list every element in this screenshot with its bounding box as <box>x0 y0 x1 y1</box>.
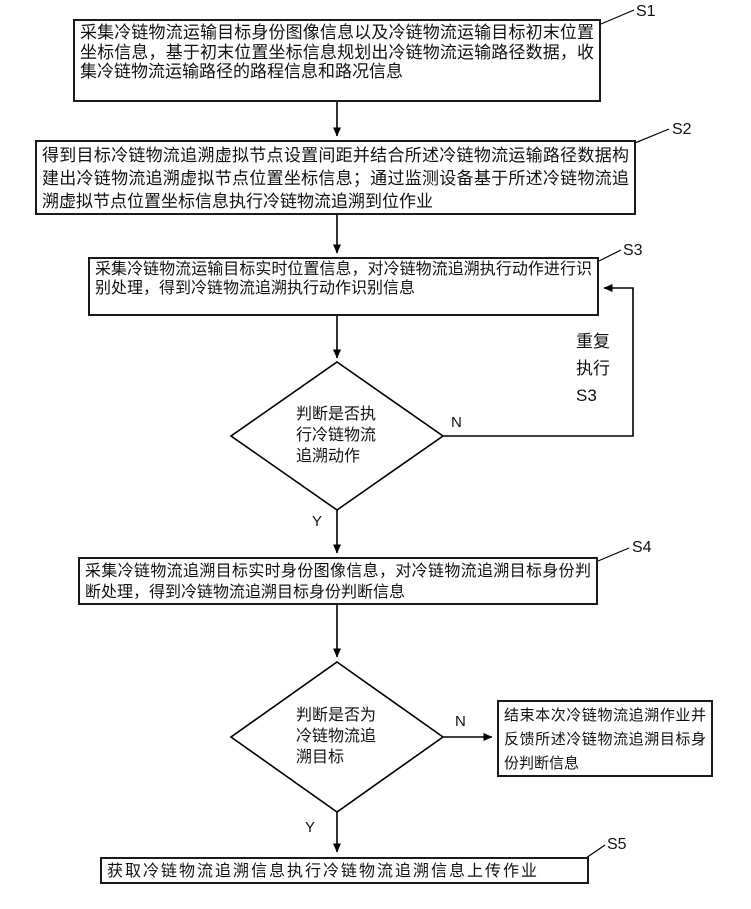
decision2-diamond <box>229 661 445 813</box>
decision1-no-label: N <box>451 414 462 431</box>
decision1-diamond <box>229 361 445 511</box>
step-box-s2: 得到目标冷链物流追溯虚拟节点设置间距并结合所述冷链物流运输路径数据构建出冷链物流… <box>35 140 636 215</box>
repeat-note-line2: 执行 <box>576 359 610 378</box>
step-label-s3: S3 <box>623 242 643 259</box>
end-feedback-box: 结束本次冷链物流追溯作业并反馈所述冷链物流追溯目标身份判断信息 <box>497 700 713 777</box>
decision2-text: 判断是否为冷链物流追溯目标 <box>296 707 377 766</box>
step-box-s5: 获取冷链物流追溯信息执行冷链物流追溯信息上传作业 <box>100 857 589 884</box>
step-box-s1: 采集冷链物流运输目标身份图像信息以及冷链物流运输目标初末位置坐标信息，基于初末位… <box>73 19 601 102</box>
tick-s4 <box>597 547 630 562</box>
tick-s5 <box>585 844 606 859</box>
tick-s2 <box>629 128 670 146</box>
repeat-note-line1: 重复 <box>576 332 610 351</box>
step-label-s4: S4 <box>632 539 652 556</box>
repeat-s3-note: 重复 执行 S3 <box>576 328 620 409</box>
step-box-s3: 采集冷链物流运输目标实时位置信息，对冷链物流追溯执行动作进行识别处理，得到冷链物… <box>88 257 599 316</box>
arrow-loop-to-s3 <box>443 284 634 437</box>
tick-s3 <box>596 249 622 263</box>
step-label-s1: S1 <box>636 3 656 20</box>
decision2-yes-label: Y <box>305 819 316 836</box>
step-box-s4: 采集冷链物流追溯目标实时身份图像信息，对冷链物流追溯目标身份判断处理，得到冷链物… <box>78 557 598 605</box>
repeat-note-line3: S3 <box>576 386 597 405</box>
decision1-yes-label: Y <box>312 513 323 530</box>
tick-s1 <box>600 9 635 25</box>
step-label-s2: S2 <box>672 121 692 138</box>
decision1-text: 判断是否执行冷链物流追溯动作 <box>296 406 377 465</box>
step-label-s5: S5 <box>607 836 627 853</box>
decision2-no-label: N <box>455 713 466 730</box>
